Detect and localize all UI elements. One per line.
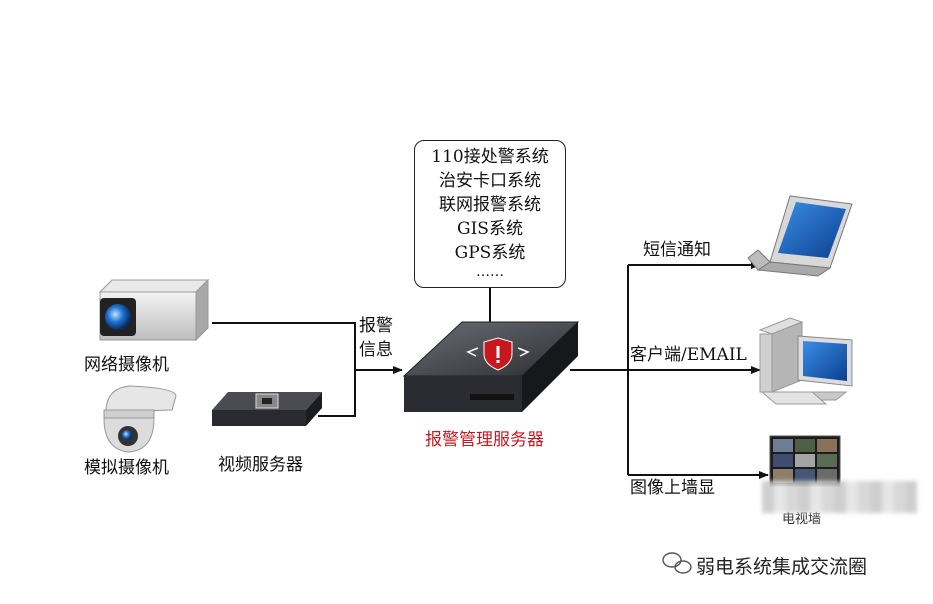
alarm-server-icon [402,321,580,412]
wechat-icon [662,552,692,574]
mobile-phone-icon [747,195,853,277]
video-server-label: 视频服务器 [218,455,303,475]
network-camera-icon [98,278,210,342]
client-email-label: 客户端/EMAIL [630,345,747,365]
system-more-label: …… [476,264,504,280]
tv-wall-icon [769,435,841,487]
connection-lines [212,261,769,479]
computer-icon [758,317,853,405]
system-network-alarm-label: 联网报警系统 [439,195,541,215]
external-systems-box: 110接处警系统 治安卡口系统 联网报警系统 GIS系统 GPS系统 …… [414,140,566,288]
alarm-info-label-line1: 报警 [359,316,393,336]
tv-wall-label: 电视墙 [782,512,822,527]
network-camera-label: 网络摄像机 [84,355,169,375]
watermark-text: 弱电系统集成交流圈 [696,556,868,578]
blurred-region [762,481,917,513]
analog-camera-icon [103,385,177,453]
analog-camera-label: 模拟摄像机 [84,458,169,478]
alarm-server-label: 报警管理服务器 [425,430,544,450]
system-110-label: 110接处警系统 [431,147,549,167]
wall-display-label: 图像上墙显 [630,478,715,498]
video-server-icon [212,392,322,426]
alarm-info-label-line2: 信息 [359,340,393,360]
sms-label: 短信通知 [643,240,711,260]
system-checkpoint-label: 治安卡口系统 [439,171,541,191]
system-gis-label: GIS系统 [457,219,523,239]
system-gps-label: GPS系统 [454,243,526,263]
